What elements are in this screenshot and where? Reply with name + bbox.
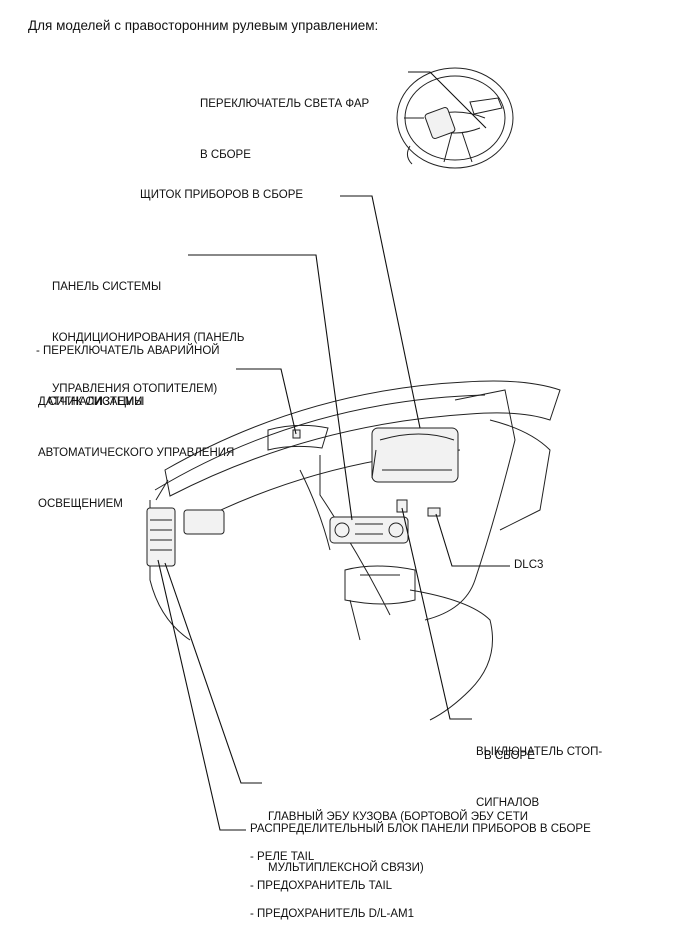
label-headlight-switch: ПЕРЕКЛЮЧАТЕЛЬ СВЕТА ФАР В СБОРЕ (200, 98, 370, 161)
label-relay-tail: - РЕЛЕ TAIL (250, 851, 315, 863)
label-fuse-dlam1: - ПРЕДОХРАНИТЕЛЬ D/L-AM1 (250, 908, 415, 920)
label-combination-meter: ЩИТОК ПРИБОРОВ В СБОРЕ (140, 189, 304, 201)
label-main-body-ecu: ГЛАВНЫЙ ЭБУ КУЗОВА (БОРТОВОЙ ЭБУ СЕТИ МУ… (268, 811, 529, 874)
label-dlc3: DLC3 (514, 559, 544, 571)
label-stop-switch-assembly: В СБОРЕ (484, 750, 535, 762)
label-junction-block: РАСПРЕДЕЛИТЕЛЬНЫЙ БЛОК ПАНЕЛИ ПРИБОРОВ В… (250, 823, 591, 835)
label-stop-switch: ВЫКЛЮЧАТЕЛЬ СТОП- СИГНАЛОВ (476, 746, 603, 809)
dashboard-illustration (146, 380, 561, 721)
label-hazard-switch: - ПЕРЕКЛЮЧАТЕЛЬ АВАРИЙНОЙ СИГНАЛИЗАЦИИ (36, 345, 220, 408)
steering-wheel-illustration (396, 67, 514, 169)
label-fuse-tail: - ПРЕДОХРАНИТЕЛЬ TAIL (250, 880, 393, 892)
leader-lines (157, 71, 510, 831)
page-header: Для моделей с правосторонним рулевым упр… (28, 18, 379, 33)
label-ac-panel: ПАНЕЛЬ СИСТЕМЫ КОНДИЦИОНИРОВАНИЯ (ПАНЕЛЬ… (52, 281, 245, 395)
label-light-sensor: ДАТЧИК СИСТЕМЫ АВТОМАТИЧЕСКОГО УПРАВЛЕНИ… (38, 396, 235, 510)
